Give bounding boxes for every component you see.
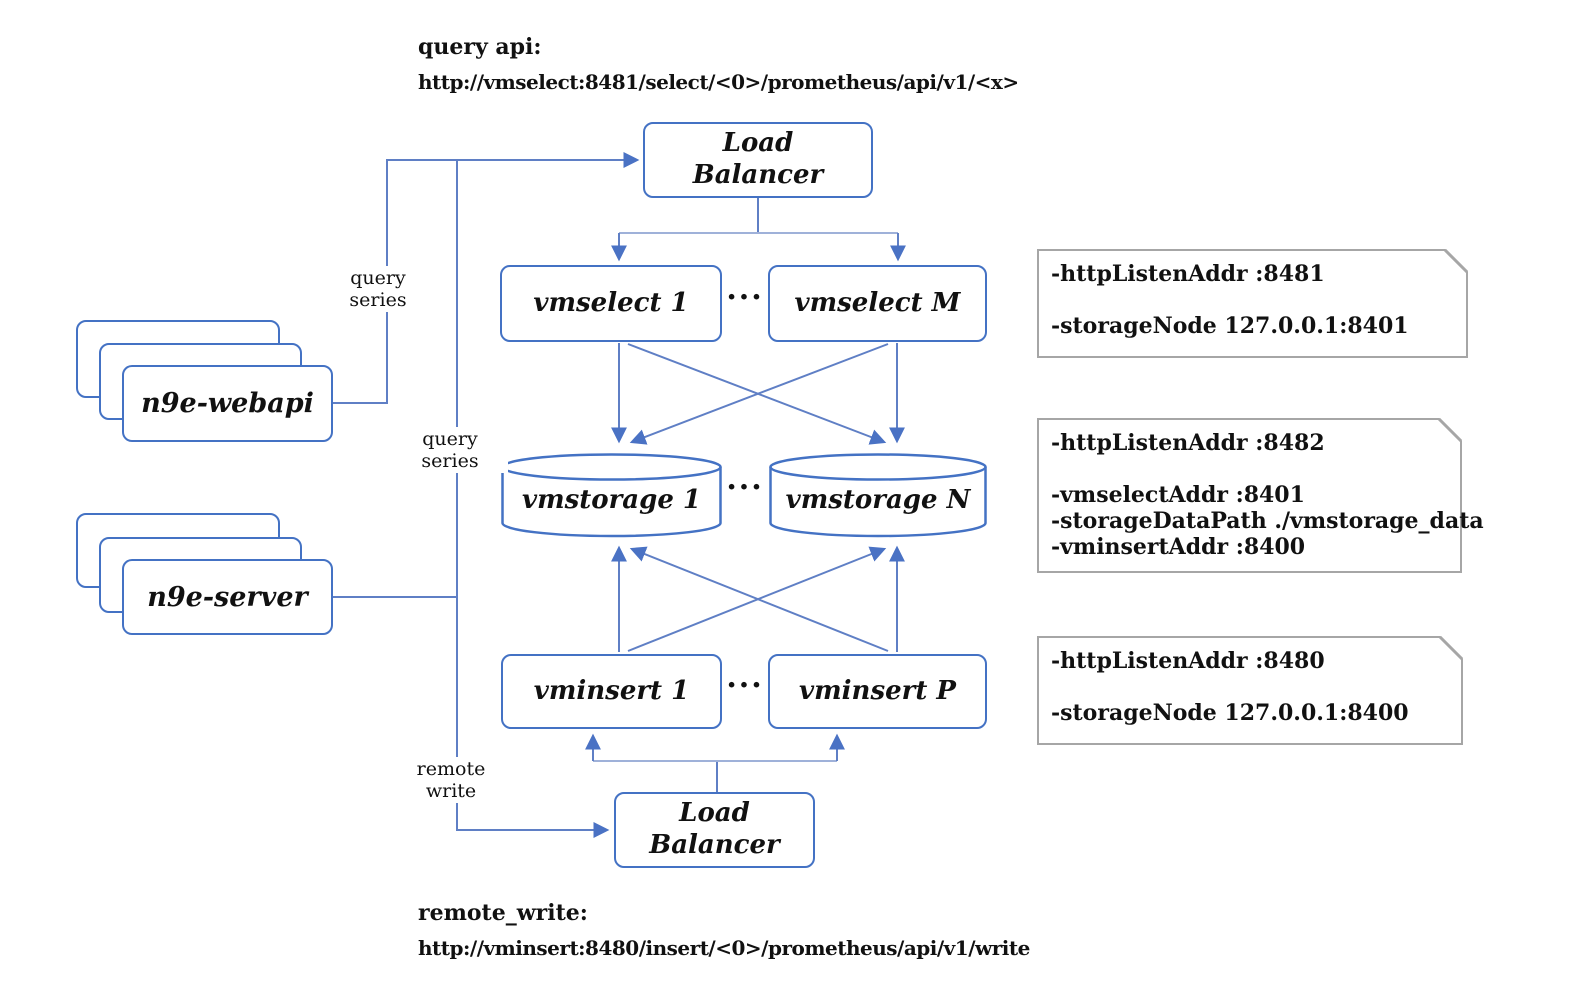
note-line: [1051, 287, 1458, 313]
note-shape: [1037, 249, 1468, 358]
n9e-server-cluster: n9e-server: [76, 513, 333, 635]
note-line: [1051, 456, 1452, 482]
note-text: -httpListenAddr :8482 -vmselectAddr :840…: [1051, 430, 1484, 560]
note-shape: [1037, 418, 1462, 573]
edge-trunk-to-lb-bottom: [456, 160, 610, 838]
cylinder-shape: [501, 453, 722, 538]
n9e-webapi-cluster: n9e-webapi: [76, 320, 333, 442]
note-vmstorage-flags: -httpListenAddr :8482 -vmselectAddr :840…: [1037, 418, 1484, 573]
node-vmstorage-1: vmstorage 1: [501, 453, 722, 538]
node-vmselect-1: vmselect 1: [500, 265, 722, 342]
note-line: -httpListenAddr :8482: [1051, 430, 1325, 456]
note-text: -httpListenAddr :8480 -storageNode 127.0…: [1051, 648, 1453, 726]
ellipsis-vminsert: ...: [726, 660, 764, 695]
remote-write-annotation: remote_write: http://vminsert:8480/inser…: [418, 896, 1030, 966]
note-line: -storageNode 127.0.0.1:8401: [1051, 313, 1409, 339]
remote-write-title: remote_write:: [418, 900, 588, 926]
node-n9e-webapi: n9e-webapi: [122, 365, 333, 442]
note-line: -vminsertAddr :8400: [1051, 534, 1306, 560]
edge-vminsertP-to-vmstorage1: [629, 546, 889, 652]
note-vminsert-flags: -httpListenAddr :8480 -storageNode 127.0…: [1037, 636, 1463, 745]
query-api-title: query api:: [418, 34, 542, 60]
query-api-annotation: query api: http://vmselect:8481/select/<…: [418, 30, 1019, 100]
note-text: -httpListenAddr :8481 -storageNode 127.0…: [1051, 261, 1458, 339]
note-shape: [1037, 636, 1463, 745]
edge-vmselect1-to-vmstorageN: [627, 343, 887, 445]
node-load-balancer-top: Load Balancer: [643, 122, 873, 198]
note-line: -vmselectAddr :8401: [1051, 482, 1305, 508]
node-vminsert-p: vminsert P: [768, 654, 987, 729]
note-line: -httpListenAddr :8480: [1051, 648, 1325, 674]
vmstorage-n-label: vmstorage N: [785, 485, 971, 515]
edge-label-query-series-server: query series: [392, 427, 508, 473]
edge-label-query-series-webapi: query series: [320, 266, 436, 312]
remote-write-url: http://vminsert:8480/insert/<0>/promethe…: [418, 936, 1030, 960]
node-vmstorage-n: vmstorage N: [769, 453, 987, 538]
node-vminsert-1: vminsert 1: [501, 654, 722, 729]
note-line: -storageNode 127.0.0.1:8400: [1051, 700, 1409, 726]
note-line: -httpListenAddr :8481: [1051, 261, 1325, 287]
edge-label-remote-write: remote write: [390, 757, 512, 803]
query-api-url: http://vmselect:8481/select/<0>/promethe…: [418, 70, 1019, 94]
vmstorage-1-label: vmstorage 1: [521, 485, 702, 515]
note-vmselect-flags: -httpListenAddr :8481 -storageNode 127.0…: [1037, 249, 1468, 358]
ellipsis-vmstorage: ...: [726, 462, 764, 497]
node-vmselect-m: vmselect M: [768, 265, 987, 342]
node-load-balancer-bottom: Load Balancer: [614, 792, 815, 868]
ellipsis-vmselect: ...: [726, 272, 764, 307]
note-line: -storageDataPath ./vmstorage_data: [1051, 508, 1484, 534]
edge-vmselectM-to-vmstorage1: [629, 343, 889, 445]
note-line: [1051, 674, 1453, 700]
cylinder-shape: [769, 453, 987, 538]
node-n9e-server: n9e-server: [122, 559, 333, 635]
edge-vminsert1-to-vmstorageN: [627, 546, 887, 652]
